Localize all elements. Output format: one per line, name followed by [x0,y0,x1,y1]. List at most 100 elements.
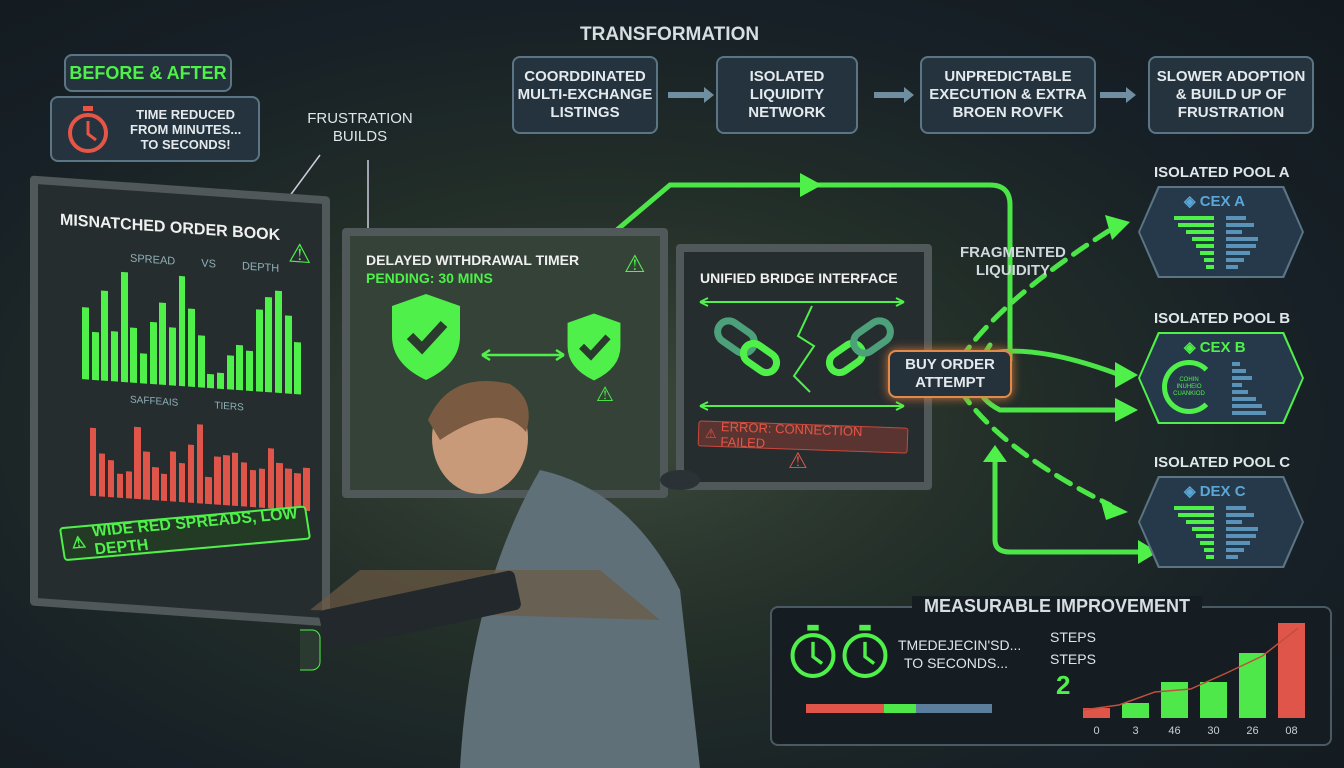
ask-bar [1226,216,1246,220]
ask-bar [1226,265,1238,269]
bar [275,290,282,394]
bar [217,372,225,390]
bar [101,290,109,381]
bar [187,444,195,503]
chart-tick-label: 26 [1246,725,1258,737]
bar [107,460,115,498]
before-after-label: BEFORE & AFTER [69,63,227,83]
ask-bar [1226,251,1250,255]
ask-bar [1232,411,1266,415]
frustration-line-2: BUILDS [332,128,388,145]
ask-bar [1232,383,1242,387]
subtitle-depth: DEPTH [241,260,280,275]
bid-bar [1206,265,1214,269]
warning-text: WIDE RED SPREADS, LOW DEPTH [90,505,299,559]
pool-c-title: ISOLATED POOL C [1154,454,1291,471]
bar [98,452,106,497]
warning-icon: ⚠ [70,534,87,553]
bar [226,355,234,390]
bid-bar [1200,541,1214,545]
chart-bar [1200,682,1227,718]
bid-bar [1206,555,1214,559]
frustration-line-1: FRUSTRATION [307,110,413,127]
fragmented-line: FRAGMENTED [960,244,1066,261]
trend-line [1082,627,1299,711]
ask-bar [1232,376,1252,380]
bar [159,302,167,386]
arrow-right-icon [874,87,914,103]
arrowhead-icon [1100,498,1128,520]
bar [178,463,186,503]
warning-icon: ⚠ [288,237,312,270]
ask-bar [1226,244,1256,248]
arrowhead-icon [1115,362,1138,388]
warning-icon: ⚠ [596,384,614,406]
improvement-title: MEASURABLE IMPROVEMENT [912,596,1203,617]
bar [255,309,263,392]
step-text: ISOLATED [749,68,825,85]
chart-bar [1239,653,1266,718]
time-text-2: FROM MINUTES... [130,121,242,137]
ask-bar [1226,527,1258,531]
mid-label: SAFFEAIS [130,394,179,409]
bar [168,327,176,386]
bid-bar [1174,506,1214,510]
progress-blue-segment [915,704,992,713]
ask-bar [1226,548,1244,552]
bar [161,473,168,502]
error-text: ERROR: CONNECTION FAILED [720,419,863,451]
step-text: & BUILD UP OF [1175,86,1287,103]
subtitle-vs: VS [201,257,216,271]
withdrawal-title: DELAYED WITHDRAWAL TIMER [366,252,580,268]
chart-bar [1278,623,1305,718]
diamond-logo-icon: ◈ [1184,339,1200,356]
bid-bar [1196,534,1214,538]
bid-bar [1200,251,1214,255]
arrowhead-icon [1115,398,1138,422]
step-text: LISTINGS [550,104,620,121]
bid-bar [1196,244,1214,248]
bid-bar [1204,258,1214,262]
bar [285,468,292,510]
ring-text: COHIN [1179,376,1199,383]
ask-bar [1232,362,1240,366]
step-text: MULTI-EXCHANGE [517,86,653,103]
step-text: SLOWER ADOPTION [1156,68,1306,85]
bar [178,275,186,387]
warning-icon: ⚠ [624,251,646,278]
bar [232,452,239,507]
bid-bar [1204,548,1214,552]
bar [82,307,89,380]
bar [188,308,196,388]
ask-bar [1226,513,1254,517]
buy-order-line: BUY ORDER [905,356,995,373]
pool-b-header: ◈ CEX B [1184,338,1246,356]
bar [91,331,99,381]
bar [134,426,141,500]
pool-a-name: CEX A [1199,193,1245,210]
buy-order-line: ATTEMPT [915,374,985,391]
improvement-time-text: TMEDEJECIN'SD...TO SECONDS... [898,636,1021,672]
chart-bar [1161,682,1188,718]
bar [196,424,203,504]
diamond-logo-icon: ◈ [1184,193,1200,210]
stopwatch-icon [68,106,108,153]
bid-bar [1192,527,1214,531]
pool-a-title: ISOLATED POOL A [1154,164,1290,181]
pool-b-order-book [1232,362,1272,418]
time-text-1: TIME REDUCED [136,106,236,122]
pool-a-header: ◈ CEX A [1184,192,1245,210]
chart-tick-label: 0 [1093,725,1099,737]
bridge-title: UNIFIED BRIDGE INTERFACE [700,270,898,286]
step-text: NETWORK [748,104,826,121]
bar [110,331,118,382]
pool-b-title: ISOLATED POOL B [1154,310,1291,327]
steps-value: 2 [1056,670,1071,700]
ask-bar [1226,230,1242,234]
bar [143,451,150,500]
ring-text: CUANKIOD [1173,390,1205,397]
arrowhead-icon [1105,215,1130,240]
